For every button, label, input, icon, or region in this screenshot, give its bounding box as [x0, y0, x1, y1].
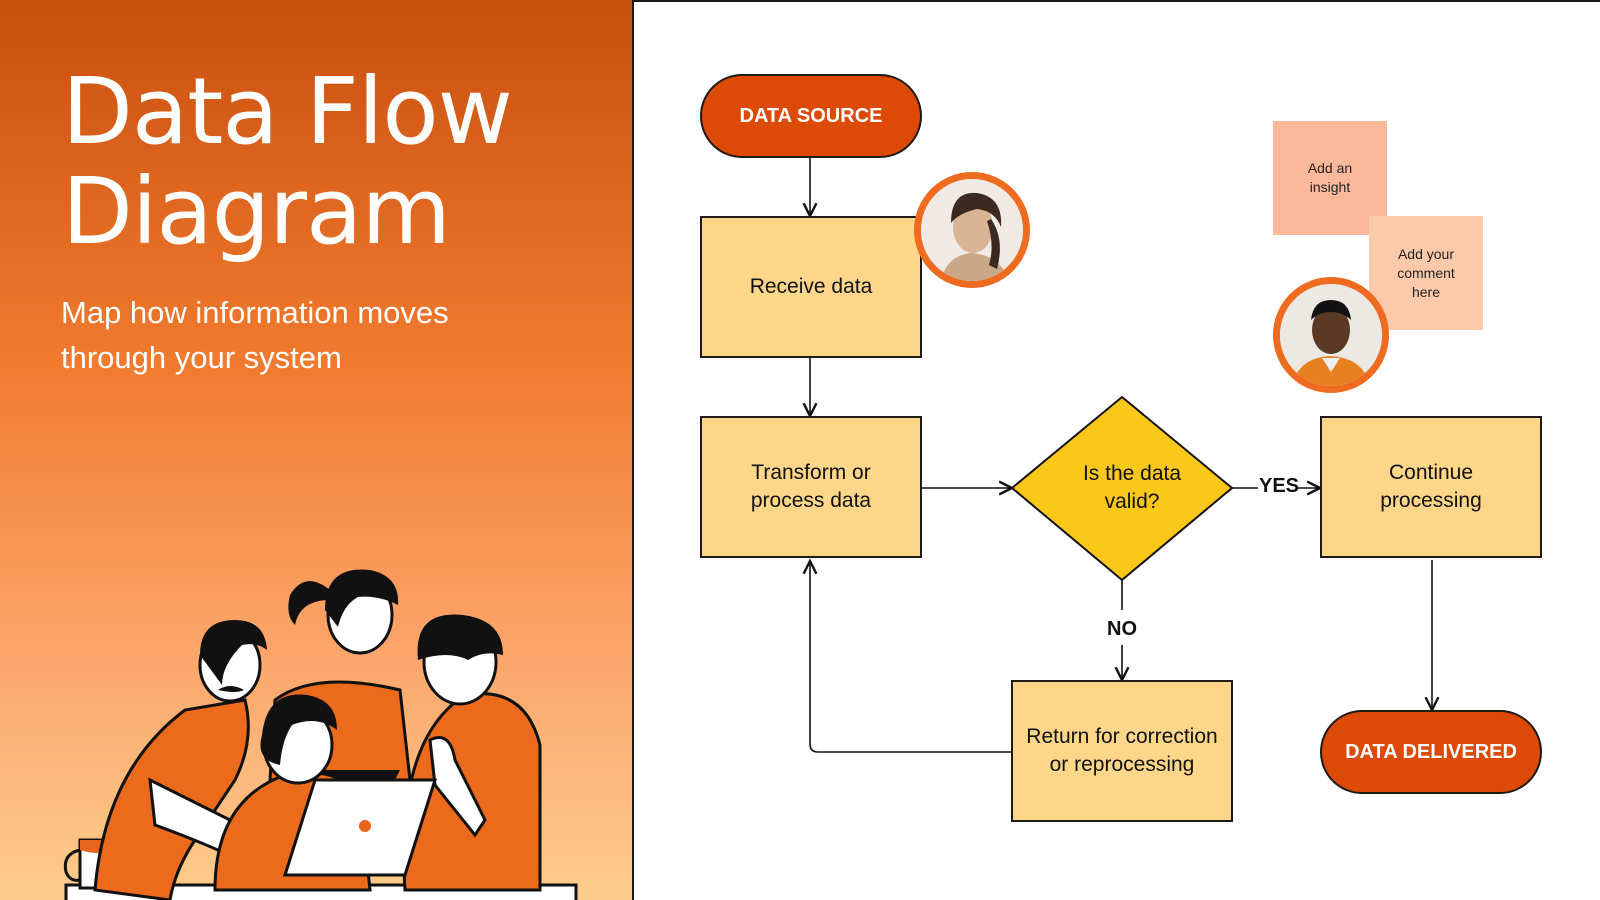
edge-label-yes: YES [1259, 475, 1300, 497]
decision-diamond [1010, 395, 1234, 582]
left-panel: Data Flow Diagram Map how information mo… [0, 0, 632, 900]
team-illustration [63, 569, 578, 900]
node-receive-data[interactable]: Receive data [700, 216, 922, 358]
edge-label-no: NO [1107, 618, 1137, 640]
node-decision-label[interactable]: Is the data valid? [1082, 462, 1182, 513]
arrow-return-loop [810, 561, 1011, 753]
person-right [402, 614, 542, 892]
node-data-source[interactable]: DATA SOURCE [700, 74, 922, 158]
title-line-1: Data Flow [62, 58, 513, 165]
node-data-delivered[interactable]: DATA DELIVERED [1320, 710, 1542, 794]
laptop-icon [282, 778, 438, 877]
avatar-woman [914, 172, 1030, 288]
node-return-correction[interactable]: Return for correction or reprocessing [1011, 680, 1233, 822]
page-title: Data Flow Diagram [62, 58, 513, 265]
sticky-note-insight[interactable]: Add an insight [1273, 121, 1387, 235]
person-avatar-icon [1280, 284, 1382, 386]
title-line-2: Diagram [62, 158, 451, 265]
node-continue-processing[interactable]: Continue processing [1320, 416, 1542, 558]
panel-divider [632, 0, 634, 900]
avatar-man [1273, 277, 1389, 393]
top-divider [634, 0, 1600, 2]
node-transform-data[interactable]: Transform or process data [700, 416, 922, 558]
sticky-note-comment[interactable]: Add your comment here [1369, 216, 1483, 330]
person-avatar-icon [921, 179, 1023, 281]
page-subtitle: Map how information moves through your s… [61, 295, 449, 375]
